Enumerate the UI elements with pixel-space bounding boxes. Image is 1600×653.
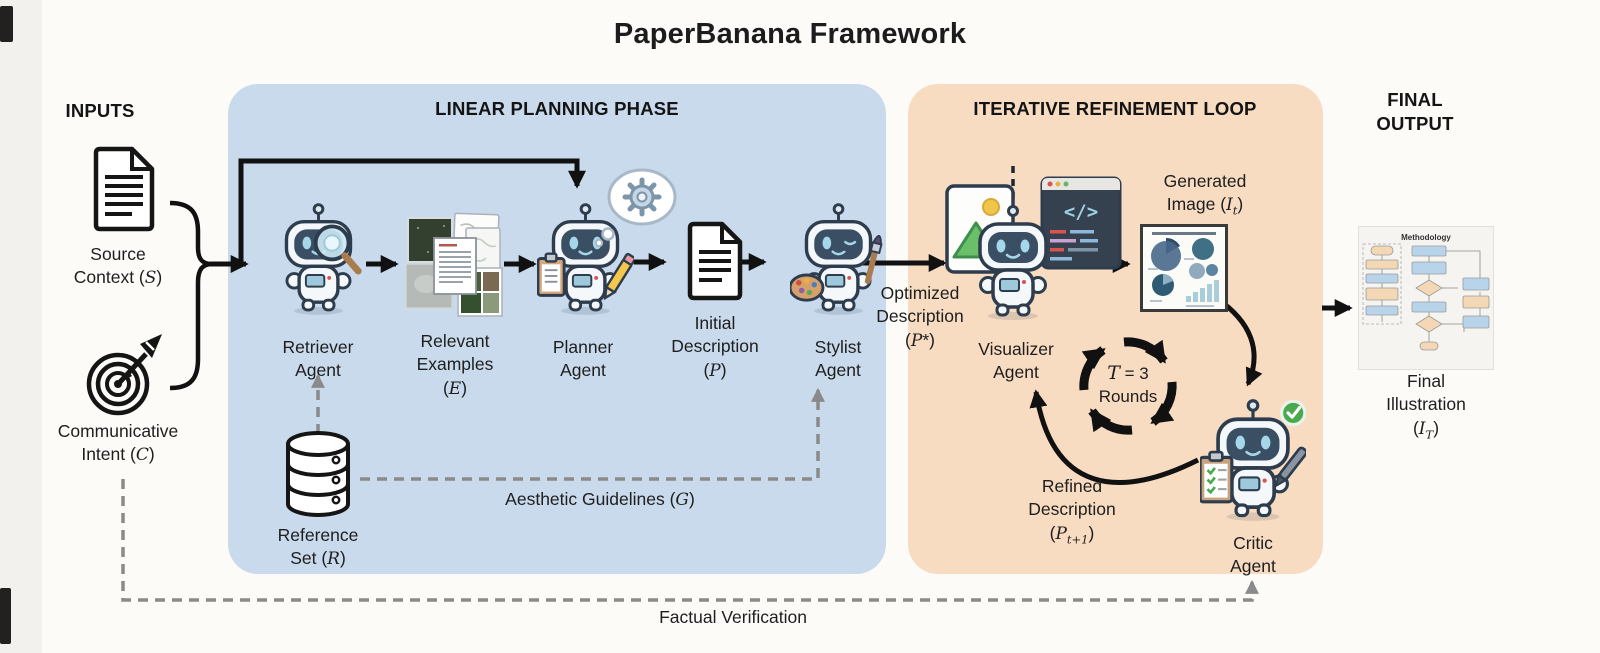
critic-robot-icon	[1200, 396, 1306, 523]
thought-bubble-gear-icon	[594, 168, 677, 248]
retriever-robot-icon	[270, 200, 362, 317]
scan-artifact	[0, 6, 13, 42]
refined-description-label: Refined Description (Pt+1)	[1028, 476, 1116, 547]
final-output-heading: FINAL OUTPUT	[1376, 89, 1454, 135]
critic-agent-label: Critic Agent	[1230, 533, 1276, 577]
stylist-brush	[864, 234, 883, 284]
communicative-intent-label: Communicative Intent (C)	[57, 421, 179, 466]
reference-set-label: Reference Set (R)	[277, 525, 359, 570]
reference-database-icon	[286, 431, 350, 517]
page-title: PaperBanana Framework	[613, 18, 967, 50]
refinement-loop-heading: ITERATIVE REFINEMENT LOOP	[973, 98, 1257, 119]
planner-agent-label: Planner Agent	[552, 337, 614, 381]
source-context-label: Source Context (S)	[73, 244, 163, 289]
target-intent-icon	[86, 334, 162, 416]
scan-artifact	[0, 588, 11, 644]
visualizer-agent-label: Visualizer Agent	[978, 339, 1054, 383]
page-edge	[0, 0, 42, 653]
planner-pencil	[603, 252, 634, 301]
aesthetic-guidelines-label: Aesthetic Guidelines (G)	[505, 489, 695, 510]
relevant-examples-collage	[406, 212, 503, 317]
inputs-brace	[169, 200, 213, 391]
svg-text:Methodology: Methodology	[1401, 233, 1451, 242]
initial-description-doc-icon	[687, 221, 743, 301]
retriever-agent-label: Retriever Agent	[282, 337, 354, 381]
critic-pen	[1273, 446, 1306, 489]
relevant-examples-label: Relevant Examples (E)	[416, 331, 494, 399]
final-illustration-thumbnail: Methodology	[1358, 226, 1494, 370]
code-window-icon: </>	[1040, 176, 1122, 270]
svg-text:</>: </>	[1064, 201, 1098, 223]
source-document-icon	[93, 146, 155, 232]
final-illustration-label: Final Illustration (IT)	[1386, 371, 1466, 442]
planning-phase-heading: LINEAR PLANNING PHASE	[435, 98, 679, 119]
stylist-agent-label: Stylist Agent	[814, 337, 862, 381]
inputs-heading: INPUTS	[65, 100, 135, 121]
critic-checklist-clipboard	[1200, 450, 1234, 504]
generated-image-thumbnail	[1140, 224, 1228, 312]
stylist-palette	[790, 273, 825, 302]
visualizer-robot-icon	[963, 202, 1063, 322]
stylist-robot-icon	[790, 200, 883, 317]
generated-image-label: Generated Image (It)	[1163, 171, 1247, 218]
optimized-description-label: Optimized Description (P*)	[876, 283, 964, 351]
initial-description-label: Initial Description (P)	[671, 313, 759, 381]
factual-verification-label: Factual Verification	[659, 607, 807, 627]
planner-clipboard	[537, 252, 566, 297]
loop-rounds-label: T = 3 Rounds	[1098, 362, 1158, 406]
approve-check-badge	[1279, 399, 1306, 427]
